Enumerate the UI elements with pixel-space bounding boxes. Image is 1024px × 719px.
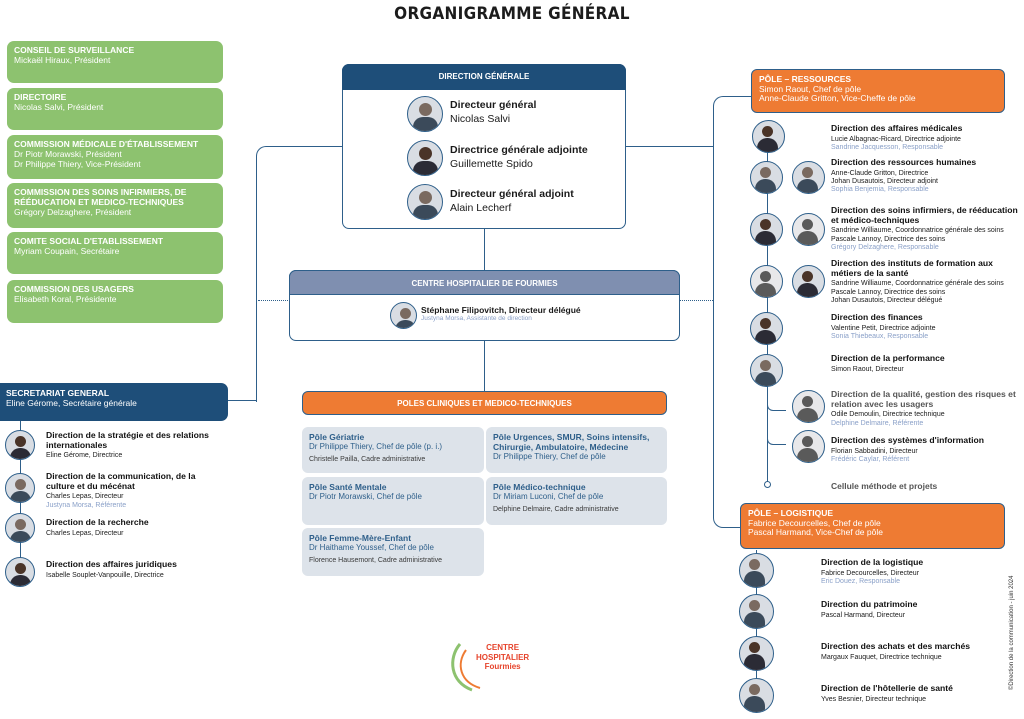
avatar [792, 430, 825, 463]
pole-card: Pôle Médico-technique Dr Miriam Luconi, … [486, 477, 667, 525]
list-item: Direction des achats et des marchés Marg… [821, 641, 971, 661]
avatar [792, 265, 825, 298]
person-card: Directeur général Nicolas Salvi [450, 99, 537, 125]
list-item: Direction de la communication, de la cul… [46, 471, 196, 509]
list-item: Direction de la stratégie et des relatio… [46, 430, 209, 460]
connector [767, 390, 786, 411]
centre-person: Stéphane Filipovitch, Directeur délégué … [421, 305, 581, 322]
pole-card: Pôle Santé Mentale Dr Piotr Morawski, Ch… [302, 477, 484, 525]
list-item: Direction de la qualité, gestion des ris… [831, 389, 1016, 427]
page-title: ORGANIGRAMME GÉNÉRAL [394, 4, 630, 24]
connector [679, 300, 713, 301]
avatar [407, 96, 443, 132]
centre-header: CENTRE HOSPITALIER DE FOURMIES [289, 270, 680, 295]
list-item: Direction des finances Valentine Petit, … [831, 312, 936, 340]
connector [767, 410, 786, 445]
avatar [739, 594, 774, 629]
connector [713, 96, 752, 528]
avatar [752, 120, 785, 153]
list-item: Direction du patrimoine Pascal Harmand, … [821, 599, 918, 619]
avatar [407, 140, 443, 176]
secretariat-header: SECRETARIAT GENERAL Eline Gérome, Secrét… [0, 383, 228, 421]
list-item: Direction des affaires juridiques Isabel… [46, 559, 177, 579]
logo: CENTRE HOSPITALIER Fourmies [446, 638, 536, 694]
logo-swoosh [451, 643, 481, 692]
avatar [5, 473, 35, 503]
list-item: Direction des ressources humaines Anne-C… [831, 157, 977, 194]
list-item: Direction de la performance Simon Raout,… [831, 353, 945, 373]
logistique-header: PÔLE – LOGISTIQUE Fabrice Decourcelles, … [740, 503, 1005, 549]
pole-card: Pôle Femme-Mère-Enfant Dr Haithame Youss… [302, 528, 484, 576]
connector [626, 146, 713, 147]
avatar [750, 265, 783, 298]
connector [258, 300, 290, 301]
avatar [5, 513, 35, 543]
avatar [5, 557, 35, 587]
list-item: Direction de la recherche Charles Lepas,… [46, 517, 149, 537]
person-card: Directrice générale adjointe Guillemette… [450, 144, 588, 170]
logo-text: Fourmies [484, 662, 521, 671]
logo-text: HOSPITALIER [476, 652, 530, 662]
list-item: Direction des instituts de formation aux… [831, 258, 1004, 304]
list-item: Direction des soins infirmiers, de réédu… [831, 205, 1018, 251]
avatar [792, 390, 825, 423]
green-box: DIRECTOIRE Nicolas Salvi, Président [7, 88, 223, 130]
green-box: COMMISSION DES USAGERS Elisabeth Koral, … [7, 280, 223, 323]
connector [256, 146, 343, 402]
green-box: COMMISSION DES SOINS INFIRMIERS, DE RÉÉD… [7, 183, 223, 228]
avatar [390, 302, 417, 329]
list-item: Direction de la logistique Fabrice Decou… [821, 557, 924, 585]
person-card: Directeur général adjoint Alain Lecherf [450, 188, 574, 214]
bullet-dot [764, 481, 771, 488]
avatar [750, 213, 783, 246]
connector [756, 550, 757, 710]
avatar [739, 636, 774, 671]
poles-header: POLES CLINIQUES ET MEDICO-TECHNIQUES [302, 391, 667, 415]
logo-text: CENTRE [486, 643, 520, 652]
credit-text: ©Direction de la communication - juin 20… [1009, 575, 1015, 690]
avatar [792, 213, 825, 246]
connector [228, 400, 257, 401]
pole-card: Pôle Gériatrie Dr Philippe Thiery, Chef … [302, 427, 484, 473]
avatar [407, 184, 443, 220]
ressources-header: PÔLE – RESSOURCES Simon Raout, Chef de p… [751, 69, 1005, 113]
avatar [750, 354, 783, 387]
pole-card: Pôle Urgences, SMUR, Soins intensifs, Ch… [486, 427, 667, 473]
list-item: Direction de l'hôtellerie de santé Yves … [821, 683, 953, 703]
avatar [739, 678, 774, 713]
direction-generale-box [342, 64, 626, 229]
cellule-label: Cellule méthode et projets [831, 481, 938, 491]
connector [484, 341, 485, 391]
avatar [792, 161, 825, 194]
green-box: CONSEIL DE SURVEILLANCE Mickaël Hiraux, … [7, 41, 223, 83]
avatar [739, 553, 774, 588]
green-box: COMITE SOCIAL D'ETABLISSEMENT Myriam Cou… [7, 232, 223, 274]
list-item: Direction des systèmes d'information Flo… [831, 435, 984, 463]
list-item: Direction des affaires médicales Lucie A… [831, 123, 963, 151]
avatar [750, 312, 783, 345]
direction-generale-header: DIRECTION GÉNÉRALE [342, 64, 626, 90]
avatar [750, 161, 783, 194]
green-box: COMMISSION MÉDICALE D'ÉTABLISSEMENT Dr P… [7, 135, 223, 179]
avatar [5, 430, 35, 460]
connector [484, 229, 485, 270]
